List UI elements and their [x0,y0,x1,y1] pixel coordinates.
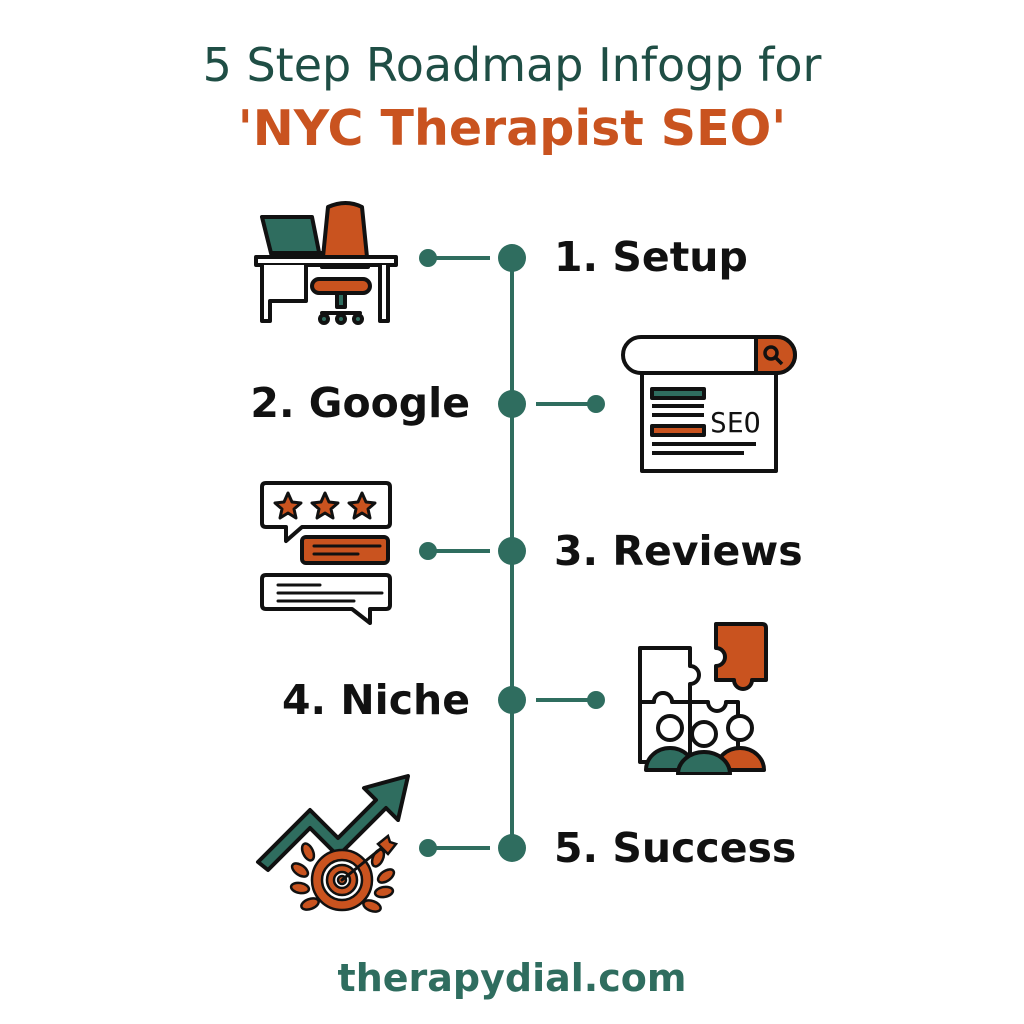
timeline-node-5 [419,834,526,862]
seo-text: SEO [710,406,761,439]
footer-website: therapydial.com [337,956,687,1000]
step-label-1: 1. Setup [554,233,748,281]
puzzle-people-icon [638,622,768,775]
step-label-2: 2. Google [250,379,470,427]
timeline-node-4 [498,686,605,714]
growth-arrow-target-icon [256,774,410,913]
timeline-node-3 [419,537,526,565]
title-line-2: 'NYC Therapist SEO' [237,100,787,157]
timeline-node-1 [419,244,526,272]
step-label-3: 3. Reviews [554,527,803,575]
title-line-1: 5 Step Roadmap Infogp for [202,38,822,92]
timeline-node-2 [498,390,605,418]
desk-chair-laptop-icon [254,201,398,325]
seo-search-page-icon: SEO [621,335,797,473]
step-label-4: 4. Niche [281,676,470,724]
star-reviews-chat-icon [260,481,392,625]
step-label-5: 5. Success [554,824,797,872]
